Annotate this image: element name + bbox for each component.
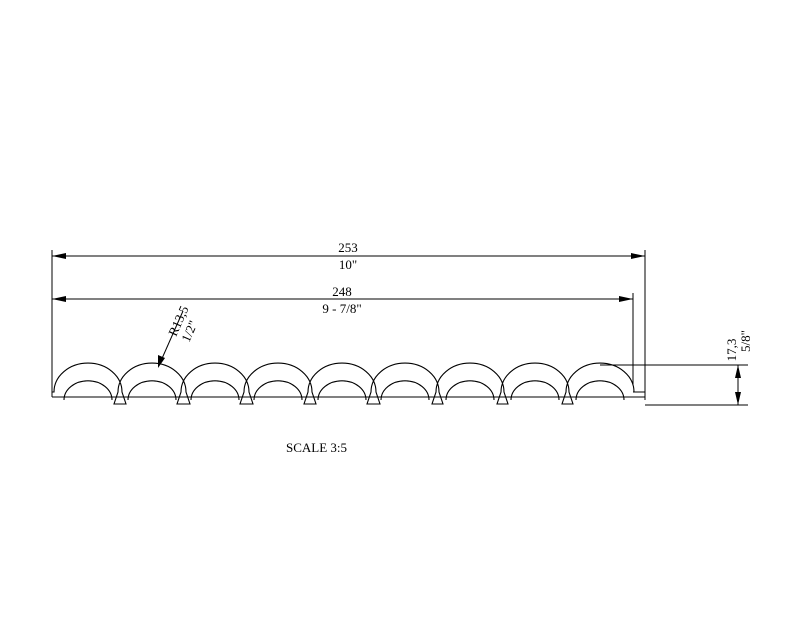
cover-width-mm: 248 (332, 284, 352, 299)
radius-leader-line (159, 310, 184, 364)
height-mm: 17,3 (724, 339, 739, 362)
radius-dimension: R13,5 1/2" (158, 303, 201, 368)
arrowhead-cover-left (52, 296, 66, 302)
overall-width-dimension: 253 10" (51, 240, 646, 400)
height-dimension: 17,3 5/8" (600, 330, 753, 406)
profile-outline-outer (52, 362, 645, 405)
arrowhead-cover-right (619, 296, 633, 302)
arrowhead-height-top (735, 365, 741, 378)
arrowhead-radius (158, 355, 165, 368)
panel-profile (51, 362, 646, 405)
overall-width-mm: 253 (338, 240, 358, 255)
arrowhead-overall-left (52, 253, 66, 259)
cover-width-inch: 9 - 7/8" (322, 301, 361, 316)
cover-width-dimension: 248 9 - 7/8" (52, 284, 634, 385)
overall-width-inch: 10" (339, 257, 357, 272)
arrowhead-height-bottom (735, 392, 741, 405)
height-inch: 5/8" (738, 330, 753, 352)
arrowhead-overall-right (631, 253, 645, 259)
scale-label: SCALE 3:5 (286, 440, 347, 455)
profile-outline-inner (63, 380, 625, 401)
